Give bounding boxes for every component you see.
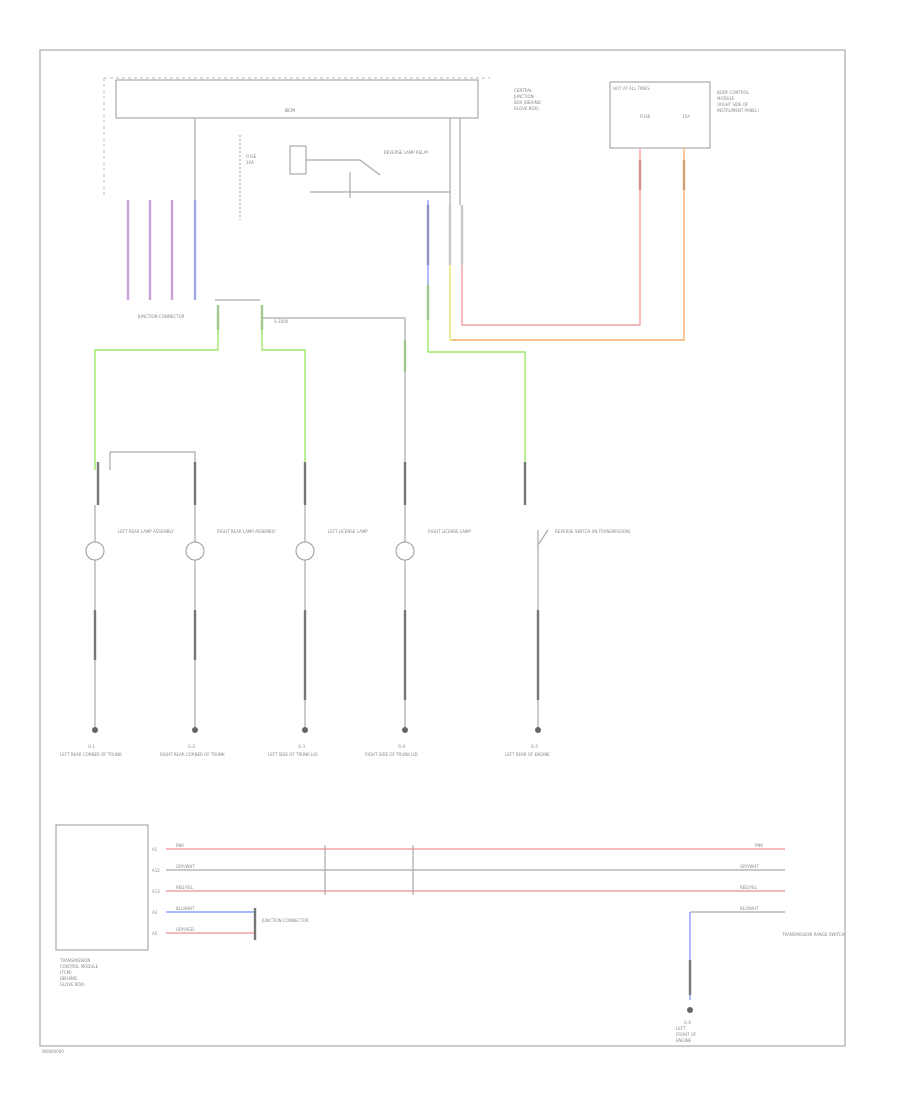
ground-icon: [92, 727, 98, 733]
ground-icon: [402, 727, 408, 733]
relay-label: REVERSE LAMP RELAY: [384, 150, 429, 155]
top-right-line-4: INSTRUMENT PANEL): [717, 108, 759, 113]
fuse-label-1: FUSE: [246, 154, 257, 159]
splice-label: S-1000: [274, 319, 289, 324]
reverse-switch-label: REVERSE SWITCH (IN TRANSMISSION): [555, 529, 631, 534]
tcm-pin-4: A3: [152, 910, 158, 915]
footer-code: W0000000: [42, 1049, 64, 1054]
bcm-connector-stubs: JUNCTION CONNECTOR: [126, 200, 197, 319]
wire-1-color: PNK: [176, 843, 184, 848]
lamp-right-license: RIGHT LICENSE LAMP G-4 RIGHT SIDE OF TRU…: [365, 505, 471, 757]
lamp-4-ground-label: RIGHT SIDE OF TRUNK LID: [365, 752, 418, 757]
top-right-module: HOT AT ALL TIMES FUSE 15A BODY CONTROL M…: [609, 81, 759, 149]
reverse-switch-ground-label: LEFT REAR OF ENGINE: [505, 752, 550, 757]
wire-5-color: GRY/RED: [176, 927, 194, 932]
lamp-4-ground: G-4: [398, 744, 406, 749]
ground-distribution: S-1000: [94, 285, 526, 470]
fuse-label-2: 10A: [246, 160, 254, 165]
tcm-module: TRANSMISSION CONTROL MODULE (TCM) (BEHIN…: [55, 824, 160, 987]
bottom-ground-line-1: LEFT: [676, 1026, 686, 1031]
top-right-line-2: MODULE: [717, 96, 735, 101]
tcm-pin-3: A13: [152, 889, 160, 894]
top-right-line-3: (RIGHT SIDE OF: [717, 102, 749, 107]
lamp-3-ground-label: LEFT SIDE OF TRUNK LID: [268, 752, 318, 757]
tcm-line-3: (TCM): [60, 970, 72, 975]
junction-connector-label: JUNCTION CONNECTOR: [137, 314, 185, 319]
wire-3-end: RED/YEL: [740, 885, 758, 890]
wire-right-end: BLU/WHT: [740, 906, 759, 911]
lamp-2-ground-label: RIGHT REAR CORNER OF TRUNK: [160, 752, 225, 757]
lamp-3-ground: G-3: [298, 744, 306, 749]
tcm-wires: PNK PNK GRY/WHT GRY/WHT RED/YEL RED/YEL …: [166, 843, 845, 1043]
tcm-connector-label: JUNCTION CONNECTOR: [261, 918, 309, 923]
fuse-label-4: 15A: [682, 114, 690, 119]
lamp-left-license: LEFT LICENSE LAMP G-3 LEFT SIDE OF TRUNK…: [268, 505, 368, 757]
bcm-label: BCM: [285, 108, 295, 114]
lamp-1-ground: G-1: [88, 744, 96, 749]
wire-3-color: RED/YEL: [176, 885, 194, 890]
central-junction-line-2: JUNCTION: [513, 94, 534, 99]
bottom-ground-line-2: FRONT OF: [676, 1032, 697, 1037]
tcm-pin-2: A12: [152, 868, 160, 873]
reverse-switch: REVERSE SWITCH (IN TRANSMISSION) G-5 LEF…: [505, 529, 631, 757]
ground-icon: [192, 727, 198, 733]
hot-label: HOT AT ALL TIMES: [613, 86, 650, 91]
central-junction-line-1: CENTRAL: [514, 88, 533, 93]
wire-4-color: BLU/WHT: [176, 906, 195, 911]
ground-icon: [535, 727, 541, 733]
bottom-right-label: TRANSMISSION RANGE SWITCH: [781, 932, 845, 937]
wire-2-color: GRY/WHT: [176, 864, 195, 869]
wire-1-end: PNK: [755, 843, 763, 848]
tcm-pin-5: A5: [152, 931, 158, 936]
lamp-4-label: RIGHT LICENSE LAMP: [428, 529, 471, 534]
lamp-1-ground-label: LEFT REAR CORNER OF TRUNK: [60, 752, 122, 757]
lamp-2-label: RIGHT REAR LAMP ASSEMBLY: [217, 529, 276, 534]
bottom-ground-label: G-6: [684, 1020, 692, 1025]
tcm-line-1: TRANSMISSION: [59, 958, 90, 963]
reverse-switch-ground: G-5: [531, 744, 539, 749]
bottom-ground-line-3: ENGINE: [676, 1038, 692, 1043]
lamp-3-label: LEFT LICENSE LAMP: [328, 529, 368, 534]
lamp-left-rear: LEFT REAR LAMP ASSEMBLY G-1 LEFT REAR CO…: [60, 505, 174, 757]
central-junction-box: BCM CENTRAL JUNCTION BOX (BEHIND GLOVE B…: [115, 79, 541, 119]
diagram-frame: [39, 49, 846, 1047]
ground-icon: [302, 727, 308, 733]
tcm-line-2: CONTROL MODULE: [60, 964, 99, 969]
lamp-connector-stubs: [96, 462, 527, 505]
lamp-1-label: LEFT REAR LAMP ASSEMBLY: [118, 529, 174, 534]
fuse-label-3: FUSE: [640, 114, 651, 119]
tcm-pin-1: A1: [152, 847, 158, 852]
top-right-line-1: BODY CONTROL: [717, 90, 750, 95]
fuse-relay-area: FUSE 10A REVERSE LAMP RELAY: [194, 118, 461, 300]
ground-icon: [687, 1007, 693, 1013]
lamp-right-rear: RIGHT REAR LAMP ASSEMBLY G-2 RIGHT REAR …: [160, 505, 276, 757]
lamp-2-ground: G-2: [188, 744, 196, 749]
tcm-line-4: (BEHIND: [60, 976, 77, 981]
central-junction-line-3: BOX (BEHIND: [514, 100, 541, 105]
tcm-line-5: GLOVE BOX): [60, 982, 85, 987]
central-junction-line-4: GLOVE BOX): [514, 106, 539, 111]
wire-2-end: GRY/WHT: [740, 864, 759, 869]
